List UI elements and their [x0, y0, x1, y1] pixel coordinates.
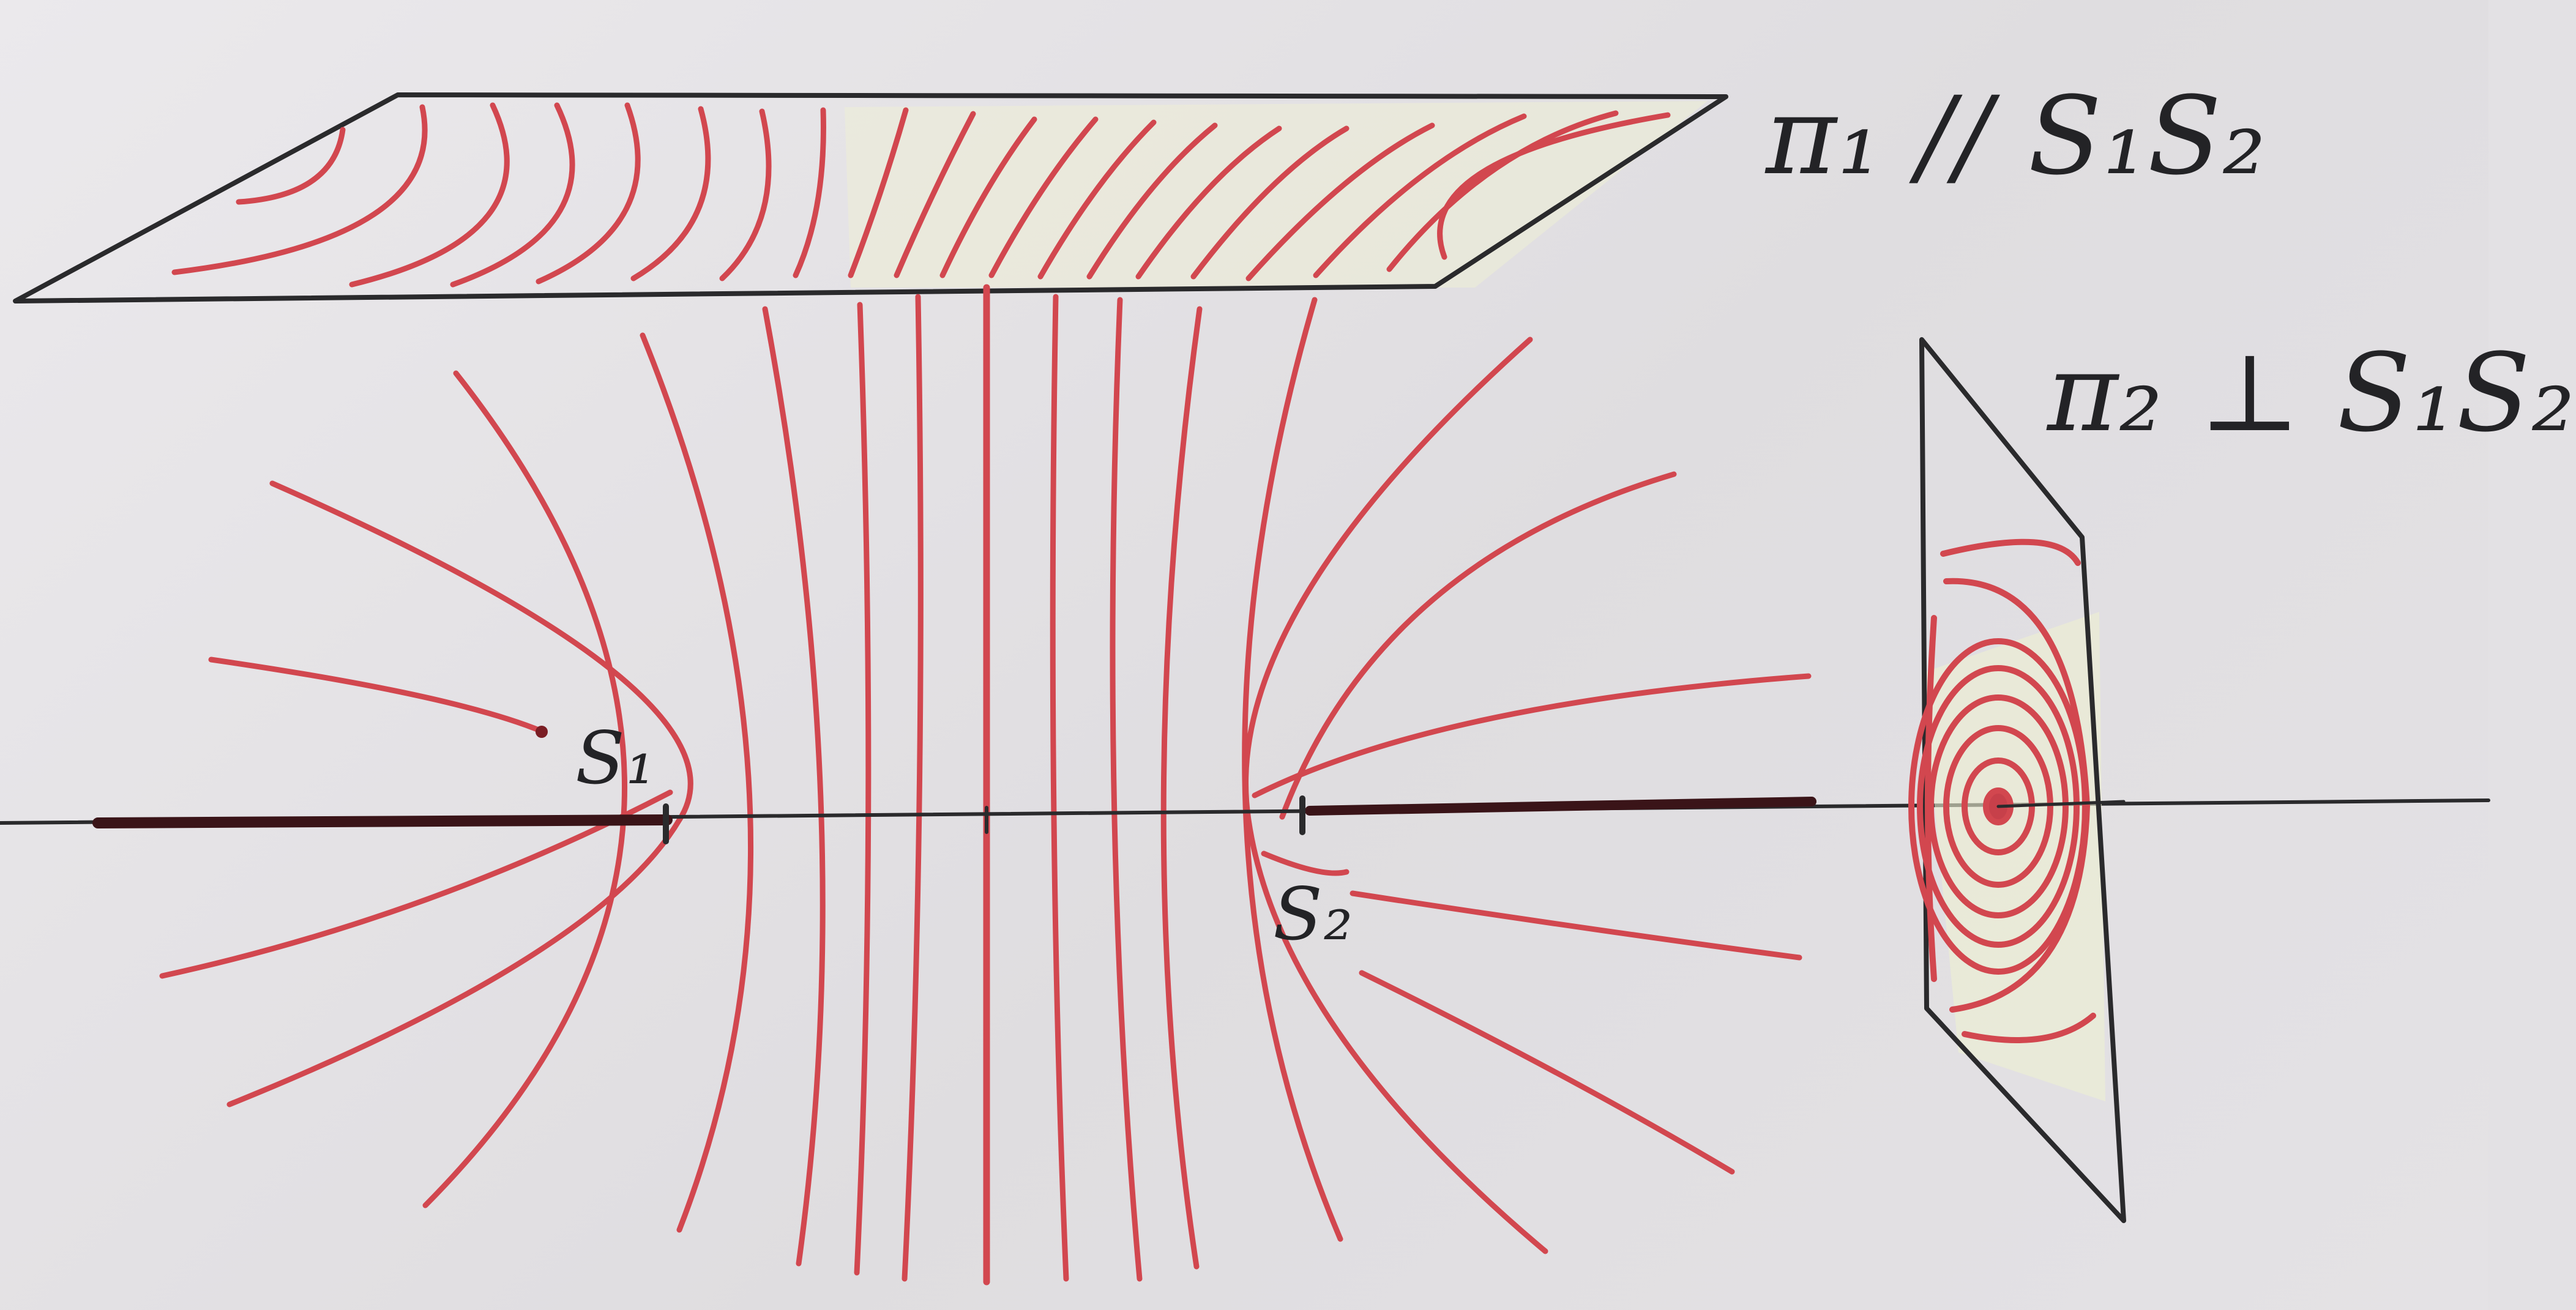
fringe-top	[1086, 122, 1218, 280]
plane-perpendicular-highlight	[1922, 612, 2105, 1101]
fringe-left	[422, 370, 627, 1208]
fringe-ring	[1943, 725, 2053, 888]
fringe-right	[1279, 471, 1677, 820]
fringe-right	[1160, 306, 1203, 1270]
hyperbolic-fringes	[159, 284, 1812, 1286]
plane-perpendicular	[1908, 337, 2126, 1223]
plane-perpendicular-label: π₂ ⊥ S₁S₂	[2047, 330, 2576, 456]
source-2-label: S₂	[1273, 872, 1354, 956]
fringe-top	[536, 102, 641, 285]
fringe-top	[450, 102, 575, 288]
fringe-top	[1190, 125, 1350, 280]
fringe-top	[1245, 122, 1435, 281]
fringe-ring-partial	[1962, 1013, 2096, 1043]
fringe-left	[902, 294, 924, 1282]
fringe-left	[159, 789, 673, 979]
fringe-top	[1386, 110, 1619, 272]
fringe-top	[1037, 119, 1157, 280]
fringe-ring-partial	[1925, 615, 1937, 982]
fringe-left	[208, 657, 545, 734]
fringe-ring-partial	[1943, 578, 2090, 1013]
plane-parallel-fringes	[171, 102, 1671, 288]
ring-fringes	[1908, 538, 2096, 1043]
fringe-right	[1243, 337, 1548, 1254]
fringe-right	[1242, 297, 1343, 1242]
fringe-right	[1252, 673, 1812, 798]
plane-parallel-outline	[13, 92, 1728, 303]
fringe-top	[793, 107, 826, 278]
fringe-top	[1313, 113, 1527, 278]
fringe-right	[1261, 850, 1350, 876]
fringe-top	[236, 127, 346, 205]
fringe-top	[894, 111, 976, 278]
fringe-top	[1437, 112, 1671, 260]
source-1-dot	[536, 726, 548, 738]
fringe-left	[640, 332, 754, 1233]
fringe-top	[719, 108, 772, 281]
axis-right-emphasis	[1305, 797, 1816, 816]
axis-through-plane	[1996, 800, 2126, 808]
fringe-top	[1135, 125, 1282, 280]
fringe-top	[988, 116, 1099, 278]
interference-diagram	[0, 92, 2490, 1286]
fringe-left	[854, 302, 872, 1276]
fringe-top	[171, 104, 428, 275]
fringe-left	[762, 306, 826, 1267]
fringe-right	[1359, 970, 1735, 1175]
source-1-label: S₁	[575, 716, 657, 800]
fringe-right	[1110, 297, 1143, 1282]
fringe-top	[630, 106, 711, 281]
axis-left-emphasis	[92, 814, 673, 828]
fringe-top	[848, 107, 909, 278]
fringe-top	[939, 116, 1037, 278]
fringe-top	[349, 102, 510, 288]
fringe-right	[1350, 890, 1802, 961]
fringe-ring-partial	[1940, 538, 2081, 566]
fringe-ring	[1917, 665, 2080, 948]
fringe-right	[1050, 294, 1069, 1282]
source-axis	[0, 726, 2490, 844]
plane-parallel-label: π₁ // S₁S₂	[1766, 73, 2267, 199]
plane-parallel	[13, 92, 1728, 303]
